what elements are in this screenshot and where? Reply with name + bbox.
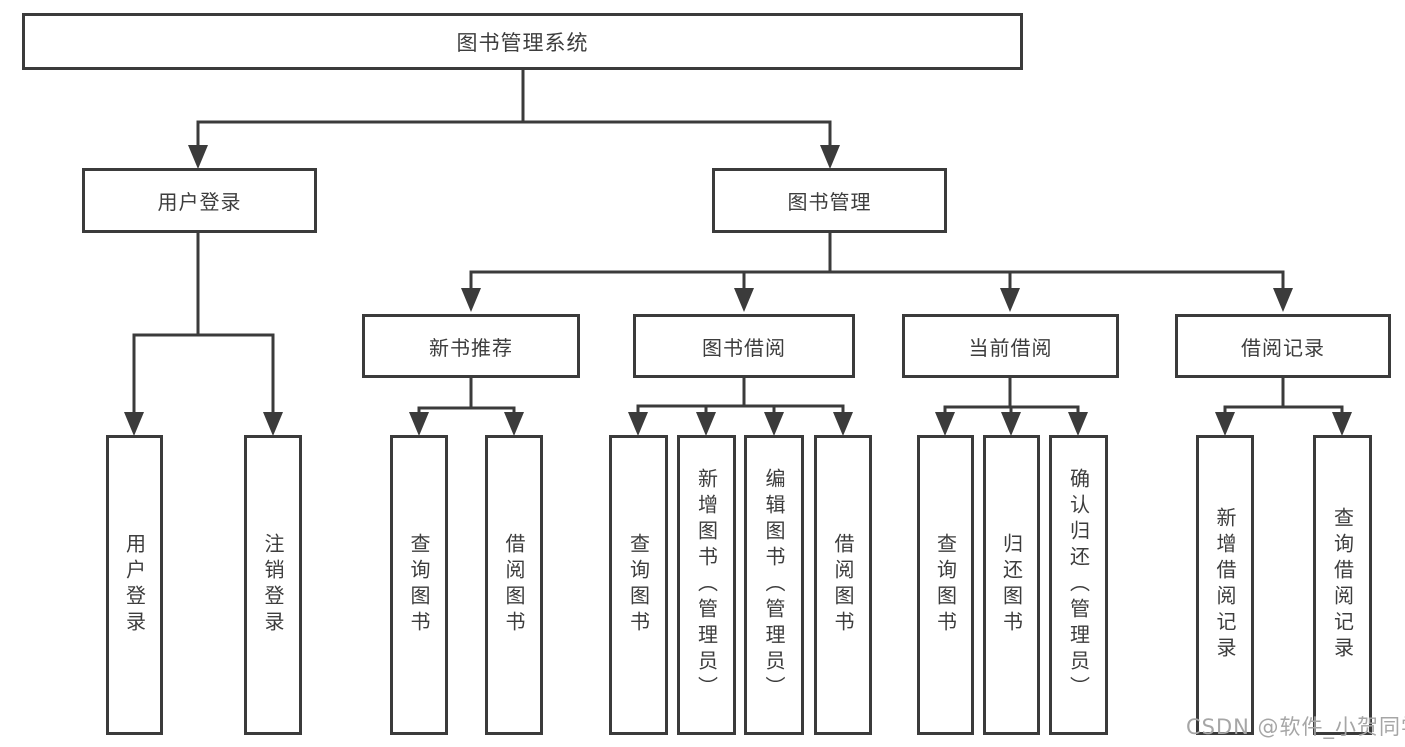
leaf-borrow-book: 借阅图书 [814, 435, 872, 735]
leaf-confirm-return-admin: 确认归还（管理员） [1049, 435, 1108, 735]
leaf-query-book-borrow-label: 查询图书 [626, 533, 651, 637]
leaf-query-book-current-label: 查询图书 [933, 533, 958, 637]
node-new-book-recommend-label: 新书推荐 [429, 335, 513, 360]
leaf-return-book-label: 归还图书 [999, 533, 1024, 637]
leaf-borrow-book-label: 借阅图书 [831, 533, 855, 637]
leaf-query-book-current: 查询图书 [917, 435, 974, 735]
node-user-login: 用户登录 [82, 168, 317, 233]
node-current-borrow: 当前借阅 [902, 314, 1119, 378]
leaf-add-borrow-record: 新增借阅记录 [1196, 435, 1254, 735]
node-book-management-label: 图书管理 [787, 190, 872, 214]
node-book-management: 图书管理 [712, 168, 947, 233]
root-node-label: 图书管理系统 [456, 30, 589, 55]
node-book-borrow: 图书借阅 [633, 314, 855, 378]
leaf-query-book-borrow: 查询图书 [609, 435, 668, 735]
leaf-query-book-recommend-label: 查询图书 [407, 533, 431, 637]
csdn-watermark: CSDN @软件_小贺同学 [1186, 715, 1405, 739]
root-node-library-system: 图书管理系统 [22, 13, 1023, 70]
leaf-borrow-book-recommend: 借阅图书 [485, 435, 543, 735]
leaf-confirm-return-admin-label: 确认归还（管理员） [1066, 468, 1091, 702]
node-book-borrow-label: 图书借阅 [702, 335, 786, 360]
leaf-user-login: 用户登录 [106, 435, 163, 735]
leaf-edit-book-admin-label: 编辑图书（管理员） [762, 468, 786, 702]
leaf-query-borrow-record-label: 查询借阅记录 [1330, 507, 1355, 663]
leaf-add-book-admin-label: 新增图书（管理员） [694, 468, 719, 702]
leaf-return-book: 归还图书 [983, 435, 1040, 735]
leaf-logout-label: 注销登录 [261, 533, 285, 637]
leaf-add-borrow-record-label: 新增借阅记录 [1213, 507, 1237, 663]
leaf-edit-book-admin: 编辑图书（管理员） [744, 435, 804, 735]
leaf-add-book-admin: 新增图书（管理员） [677, 435, 736, 735]
node-new-book-recommend: 新书推荐 [362, 314, 580, 378]
leaf-query-book-recommend: 查询图书 [390, 435, 448, 735]
leaf-user-login-label: 用户登录 [122, 533, 147, 637]
leaf-logout: 注销登录 [244, 435, 302, 735]
node-user-login-label: 用户登录 [157, 190, 242, 214]
leaf-query-borrow-record: 查询借阅记录 [1313, 435, 1372, 735]
node-current-borrow-label: 当前借阅 [968, 335, 1053, 360]
node-borrow-record: 借阅记录 [1175, 314, 1391, 378]
node-borrow-record-label: 借阅记录 [1241, 335, 1325, 360]
leaf-borrow-book-recommend-label: 借阅图书 [502, 533, 526, 637]
